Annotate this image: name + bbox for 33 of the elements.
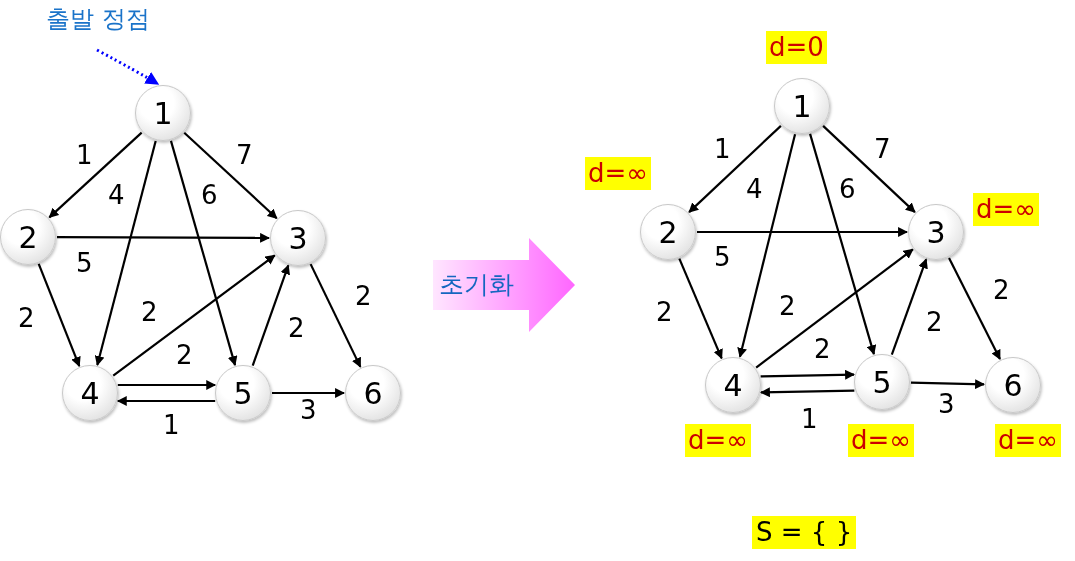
arrow xyxy=(169,140,238,367)
arrow xyxy=(688,125,782,213)
start-vertex-label: 출발 정점 xyxy=(38,4,158,48)
arrow xyxy=(117,380,217,390)
arrow xyxy=(910,379,985,390)
arrow xyxy=(57,232,270,243)
distance-label: d=∞ xyxy=(848,424,914,457)
arrow xyxy=(112,254,276,377)
arrow xyxy=(251,264,290,367)
distance-label: d=0 xyxy=(766,31,827,64)
distance-label: d=∞ xyxy=(685,424,751,457)
arrow xyxy=(809,133,877,356)
arrow xyxy=(737,133,797,358)
distance-label: d=∞ xyxy=(995,424,1061,457)
arrow xyxy=(116,396,216,406)
arrow xyxy=(760,369,855,380)
arrow xyxy=(890,258,928,356)
set-label: S = { } xyxy=(752,516,857,549)
distance-label: d=∞ xyxy=(585,157,651,190)
arrow xyxy=(309,263,362,368)
arrow xyxy=(272,388,345,398)
arrow xyxy=(48,131,143,219)
arrow xyxy=(96,48,160,86)
arrow xyxy=(697,227,908,237)
arrow xyxy=(822,125,916,213)
arrow xyxy=(760,387,855,398)
arrow xyxy=(183,131,278,220)
arrow xyxy=(755,248,914,369)
block-arrow: 초기화 xyxy=(433,238,575,332)
arrow xyxy=(94,140,157,366)
arrow xyxy=(37,263,81,367)
distance-label: d=∞ xyxy=(973,193,1039,226)
arrow xyxy=(948,257,1001,360)
